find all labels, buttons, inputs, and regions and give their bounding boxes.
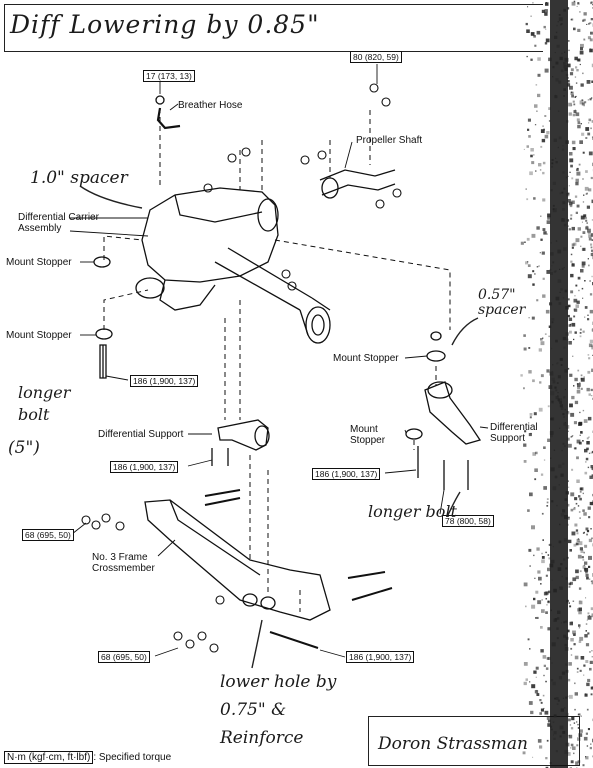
- scan-edge-artifact: [520, 0, 593, 768]
- mount-stopper-upper: [93, 256, 111, 268]
- breather-hose: [156, 107, 181, 130]
- note-lower-hole: lower hole by 0.75" & Reinforce: [220, 672, 337, 748]
- label-differential-support-right: Differential Support: [490, 422, 538, 444]
- label-mount-stopper-3: Mount Stopper: [333, 353, 399, 364]
- torque-box-crossmember-lower: 68 (695, 50): [98, 651, 150, 663]
- torque-box-breather: 17 (173, 13): [143, 70, 195, 82]
- label-mount-stopper-4: Mount Stopper: [350, 424, 386, 446]
- note-five-inch: (5"): [8, 438, 40, 458]
- mount-stopper-lower: [95, 328, 113, 340]
- note-spacer-rear: 0.57" spacer: [478, 287, 526, 318]
- frame-crossmember: [144, 499, 331, 621]
- carrier-mount-boss: [135, 277, 165, 299]
- longer-bolt-left: [99, 344, 107, 379]
- arrow-longer-bolt-right: [447, 491, 461, 516]
- differential-support-left: [217, 419, 269, 451]
- torque-legend-text: : Specified torque: [93, 752, 172, 763]
- differential-support-right: [424, 381, 482, 445]
- signature: Doron Strassman: [378, 734, 528, 754]
- differential-carrier-housing: [141, 187, 279, 283]
- note-spacer-front: 1.0" spacer: [30, 168, 128, 188]
- title-frame: [4, 4, 543, 52]
- propeller-shaft: [319, 169, 396, 196]
- torque-box-support-right: 186 (1,900, 137): [312, 468, 381, 480]
- torque-legend: N·m (kgf·cm, ft·lbf): Specified torque: [4, 751, 172, 764]
- label-propeller-shaft: Propeller Shaft: [356, 135, 423, 146]
- signature-frame: [368, 716, 580, 766]
- note-longer-bolt-right: longer bolt: [368, 502, 457, 521]
- axle-tube: [214, 247, 313, 311]
- label-differential-carrier: Differential Carrier Assembly: [18, 212, 99, 234]
- torque-box-crossmember-bolt: 186 (1,900, 137): [346, 651, 415, 663]
- note-longer-bolt-left: longer bolt: [18, 383, 71, 424]
- torque-box-support-left: 186 (1,900, 137): [110, 461, 179, 473]
- label-differential-support-left: Differential Support: [98, 429, 184, 440]
- label-frame-crossmember: No. 3 Frame Crossmember: [92, 552, 155, 574]
- label-mount-stopper-2: Mount Stopper: [6, 330, 72, 341]
- axle-flange: [305, 306, 331, 344]
- torque-box-propeller: 80 (820, 59): [350, 51, 402, 63]
- handwritten-title: Diff Lowering by 0.85": [10, 10, 320, 39]
- label-breather-hose: Breather Hose: [178, 100, 243, 111]
- torque-box-crossmember-upper: 68 (695, 50): [22, 529, 74, 541]
- label-mount-stopper-1: Mount Stopper: [6, 257, 72, 268]
- arrow-spacer-rear: [451, 317, 479, 346]
- mount-stopper-right-lower: [405, 428, 423, 440]
- torque-unit: N·m (kgf·cm, ft·lbf): [4, 751, 94, 764]
- arrow-spacer-front: [79, 185, 143, 209]
- mount-stopper-right-upper: [426, 350, 446, 362]
- torque-box-support-right-bolts: 78 (800, 58): [442, 515, 494, 527]
- arrow-lower-hole: [251, 619, 263, 669]
- torque-box-mount-bolt: 186 (1,900, 137): [130, 375, 199, 387]
